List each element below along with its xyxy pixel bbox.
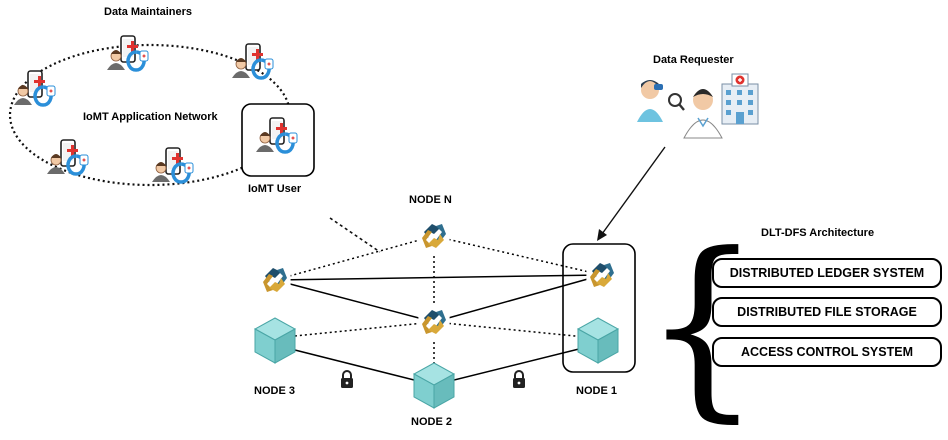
network-edges	[274, 235, 603, 386]
data-requester-icon	[637, 73, 759, 139]
node-1-label: NODE 1	[576, 385, 617, 397]
maintainer-icon-top-right	[230, 42, 275, 80]
maintainer-icon-bottom-left	[45, 138, 90, 176]
chain-icon-node-n	[418, 218, 450, 254]
architecture-box-ledger: DISTRIBUTED LEDGER SYSTEM	[712, 258, 942, 288]
lock-icon-left	[340, 370, 354, 389]
maintainer-icon-left	[12, 69, 57, 107]
cube-icon-node-3	[254, 317, 296, 364]
architecture-box-storage: DISTRIBUTED FILE STORAGE	[712, 297, 942, 327]
lock-icon-right	[512, 370, 526, 389]
architecture-box-access: ACCESS CONTROL SYSTEM	[712, 337, 942, 367]
cube-icon-node-2	[413, 362, 455, 409]
data-requester-label: Data Requester	[653, 54, 734, 66]
data-maintainers-label: Data Maintainers	[104, 6, 193, 18]
maintainer-icon-top	[105, 34, 150, 72]
iomt-user-label: IoMT User	[248, 183, 302, 195]
chain-icon-node-3	[259, 262, 291, 298]
network-link-line	[329, 217, 381, 253]
chain-icon-node-2	[418, 304, 450, 340]
maintainer-icon-bottom	[150, 146, 195, 184]
architecture-title: DLT-DFS Architecture	[761, 227, 875, 239]
node-2-label: NODE 2	[411, 416, 452, 428]
node-n-label: NODE N	[409, 194, 452, 206]
node-3-label: NODE 3	[254, 385, 295, 397]
request-arrow	[601, 146, 666, 235]
iomt-network-label: IoMT Application Network	[83, 111, 218, 123]
